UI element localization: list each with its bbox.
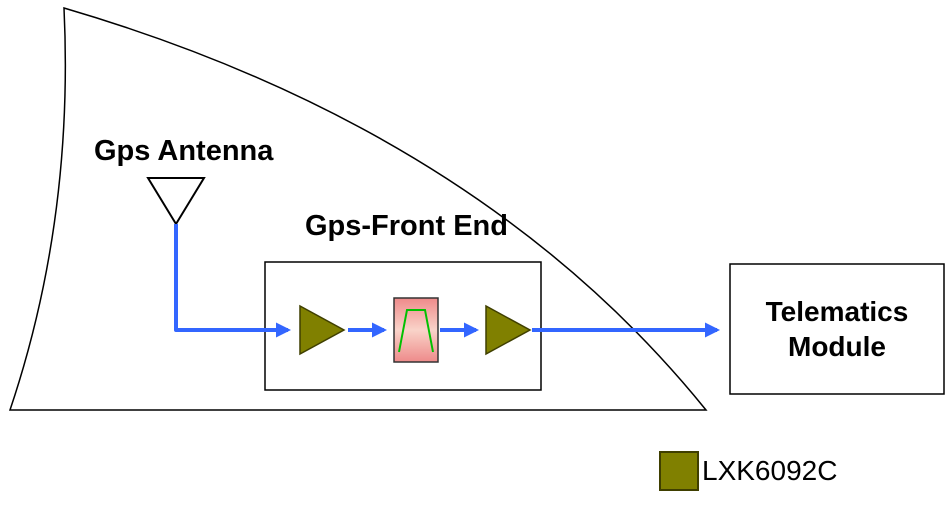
bandpass-filter-icon <box>393 297 439 363</box>
signal-line-antenna-to-amp1 <box>174 224 291 338</box>
legend-swatch <box>659 451 699 491</box>
telematics-module-box <box>729 263 945 395</box>
antenna-icon <box>146 177 206 226</box>
telematics-module-label: Telematics Module <box>765 296 909 362</box>
gps-front-end-box <box>264 261 542 391</box>
amplifier-1-icon <box>299 304 346 356</box>
amplifier-2-icon <box>485 304 532 356</box>
vehicle-fin-outline <box>8 6 708 411</box>
bandpass-response-curve <box>398 309 434 353</box>
legend-label: LXK6092C <box>702 455 838 486</box>
gps-antenna-label: Gps Antenna <box>94 135 274 167</box>
gps-front-end-label: Gps-Front End <box>305 210 508 242</box>
